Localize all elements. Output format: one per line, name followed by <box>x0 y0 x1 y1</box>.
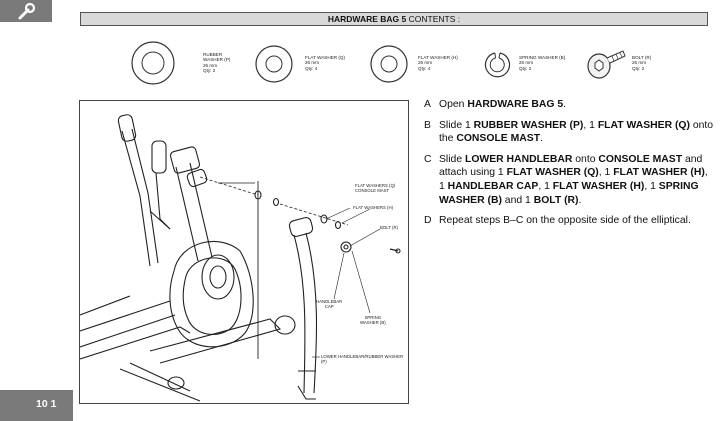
part-label-flat-washer-q: FLAT WASHER (Q) 26 mm Qty: 4 <box>305 55 345 71</box>
callout-bolt: BOLT (R) <box>380 225 398 230</box>
flat-washer-h-icon <box>370 45 408 83</box>
step-c: C Slide LOWER HANDLEBAR onto CONSOLE MAS… <box>424 153 708 206</box>
step-letter: B <box>424 119 431 131</box>
bag-label: HARDWARE BAG 5 <box>327 14 407 24</box>
page-tab <box>0 390 73 421</box>
elliptical-drawing <box>80 114 401 402</box>
assembly-figure: FLAT WASHERS (Q) CONSOLE MAST FLAT WASHE… <box>79 100 409 404</box>
step-a: A Open HARDWARE BAG 5. <box>424 99 567 110</box>
bag-header: HARDWARE BAG 5 CONTENTS : <box>80 12 708 26</box>
flat-washer-q-icon <box>255 45 293 83</box>
contents-label: CONTENTS <box>408 14 456 24</box>
instructions: A Open HARDWARE BAG 5. B Slide 1 RUBBER … <box>424 98 714 235</box>
callout-handlebar-cap: HANDLEBAR CAP <box>316 299 343 309</box>
bolt-icon <box>587 50 626 79</box>
part-label-spring-washer: SPRING WASHER (B) 26 mm Qty: 2 <box>519 55 566 71</box>
step-letter: D <box>424 215 432 227</box>
step-b: B Slide 1 RUBBER WASHER (P), 1 FLAT WASH… <box>424 119 714 145</box>
step-letter: C <box>424 153 432 165</box>
step-letter: A <box>424 99 431 110</box>
corner-tab <box>0 0 52 22</box>
page-number: 10 1 <box>36 398 57 410</box>
callout-spring-washer: SPRING WASHER (B) <box>360 315 386 325</box>
part-label-flat-washer-h: FLAT WASHER (H) 26 mm Qty: 4 <box>418 55 458 71</box>
part-label-bolt: BOLT (R) 26 mm Qty: 2 <box>632 55 652 71</box>
callout-flat-washers-h: FLAT WASHERS (H) <box>353 205 394 210</box>
rubber-washer-icon <box>131 41 175 85</box>
wrench-icon <box>18 2 36 20</box>
step-d: D Repeat steps B–C on the opposite side … <box>424 215 691 227</box>
callout-lower-handlebar: LOWER HANDLEBAR/RUBBER WASHER (P) <box>321 354 404 364</box>
callout-flat-washers-q: FLAT WASHERS (Q) CONSOLE MAST <box>355 183 396 193</box>
part-label-rubber-washer: RUBBER WASHER (P) 26 mm Qty: 2 <box>203 52 231 74</box>
spring-washer-icon <box>484 52 511 78</box>
